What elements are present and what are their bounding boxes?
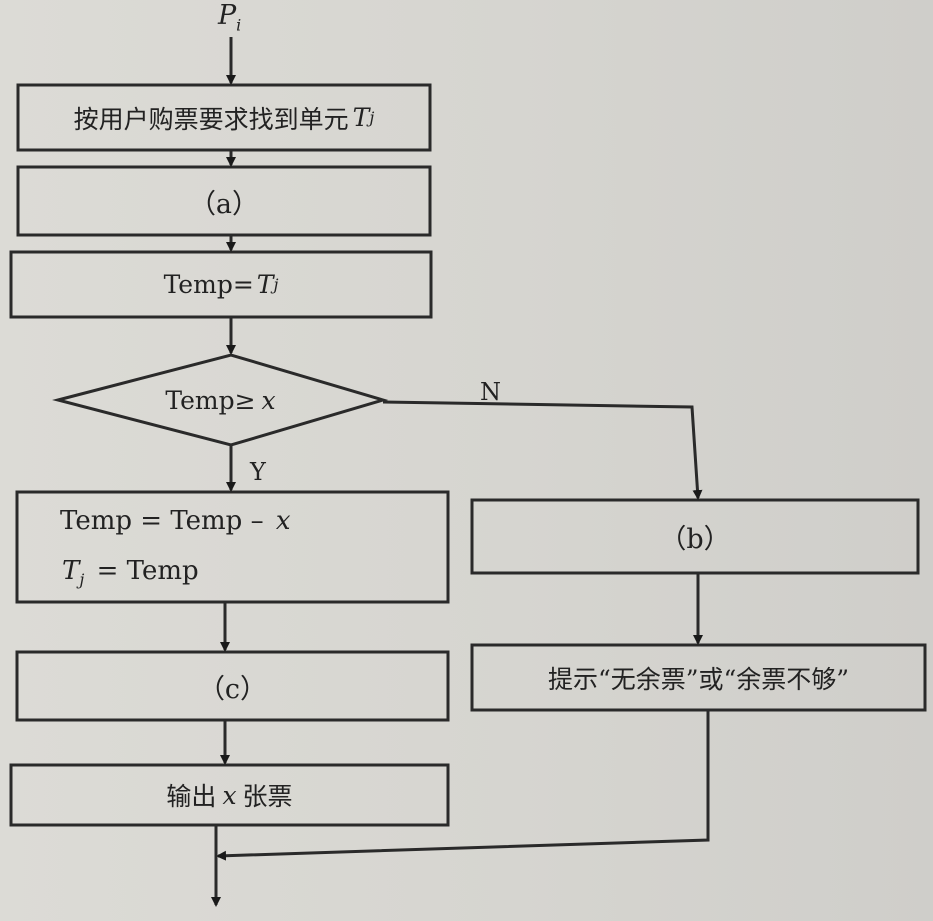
- box-b-label: （b）: [659, 524, 731, 555]
- notify-label: 提示“无余票”或“余票不够”: [547, 664, 850, 694]
- yes-line2-var: T: [62, 556, 80, 586]
- step1-label: 按用户购票要求找到单元: [73, 104, 349, 134]
- output-var: x: [222, 780, 237, 810]
- notify-text: 提示“无余票”或“余票不够”: [472, 645, 925, 710]
- start-label: Pi: [218, 2, 241, 33]
- yes-line2: Tj = Temp: [62, 558, 199, 588]
- box-c-text: （c）: [17, 652, 448, 720]
- box-a-text: （a）: [18, 167, 430, 235]
- temp-sub: j: [273, 275, 279, 294]
- yes-line1-var: x: [275, 506, 291, 536]
- output-pre: 输出: [166, 782, 217, 811]
- temp-var: T: [256, 270, 274, 299]
- temp-box: [9, 250, 433, 319]
- step1-box: [16, 83, 432, 152]
- output-box: [9, 763, 450, 827]
- yes-box: [15, 490, 450, 604]
- decision-var: x: [261, 385, 276, 415]
- yes-line1-text: Temp = Temp –: [60, 506, 264, 536]
- box-c: [15, 650, 450, 722]
- yes-label: Y: [250, 458, 266, 486]
- no-label: N: [480, 378, 501, 406]
- box-b-text: （b）: [472, 500, 918, 573]
- decision-diamond: [52, 353, 389, 447]
- box-c-label: （c）: [197, 673, 268, 705]
- yes-line1: Temp = Temp – x: [60, 508, 291, 534]
- output-post: 张票: [242, 782, 293, 811]
- yes-line2-text: = Temp: [96, 556, 199, 586]
- start-sub: i: [236, 15, 242, 35]
- box-a-label: （a）: [188, 188, 260, 220]
- start-var: P: [218, 0, 237, 31]
- step1-var: T: [352, 103, 370, 132]
- output-text: 输出 x 张票: [11, 765, 448, 825]
- decision-text: Temp≥ x: [58, 375, 383, 425]
- temp-lhs: Temp=: [163, 270, 254, 299]
- arrow-notify-merge: [216, 710, 710, 861]
- box-a: [16, 165, 432, 237]
- decision-label: Temp≥: [165, 385, 256, 415]
- arrow-no: [382, 400, 703, 500]
- step1-sub: j: [369, 108, 375, 127]
- yes-line2-sub: j: [79, 570, 85, 590]
- notify-box: [470, 643, 927, 712]
- box-b: [470, 498, 920, 575]
